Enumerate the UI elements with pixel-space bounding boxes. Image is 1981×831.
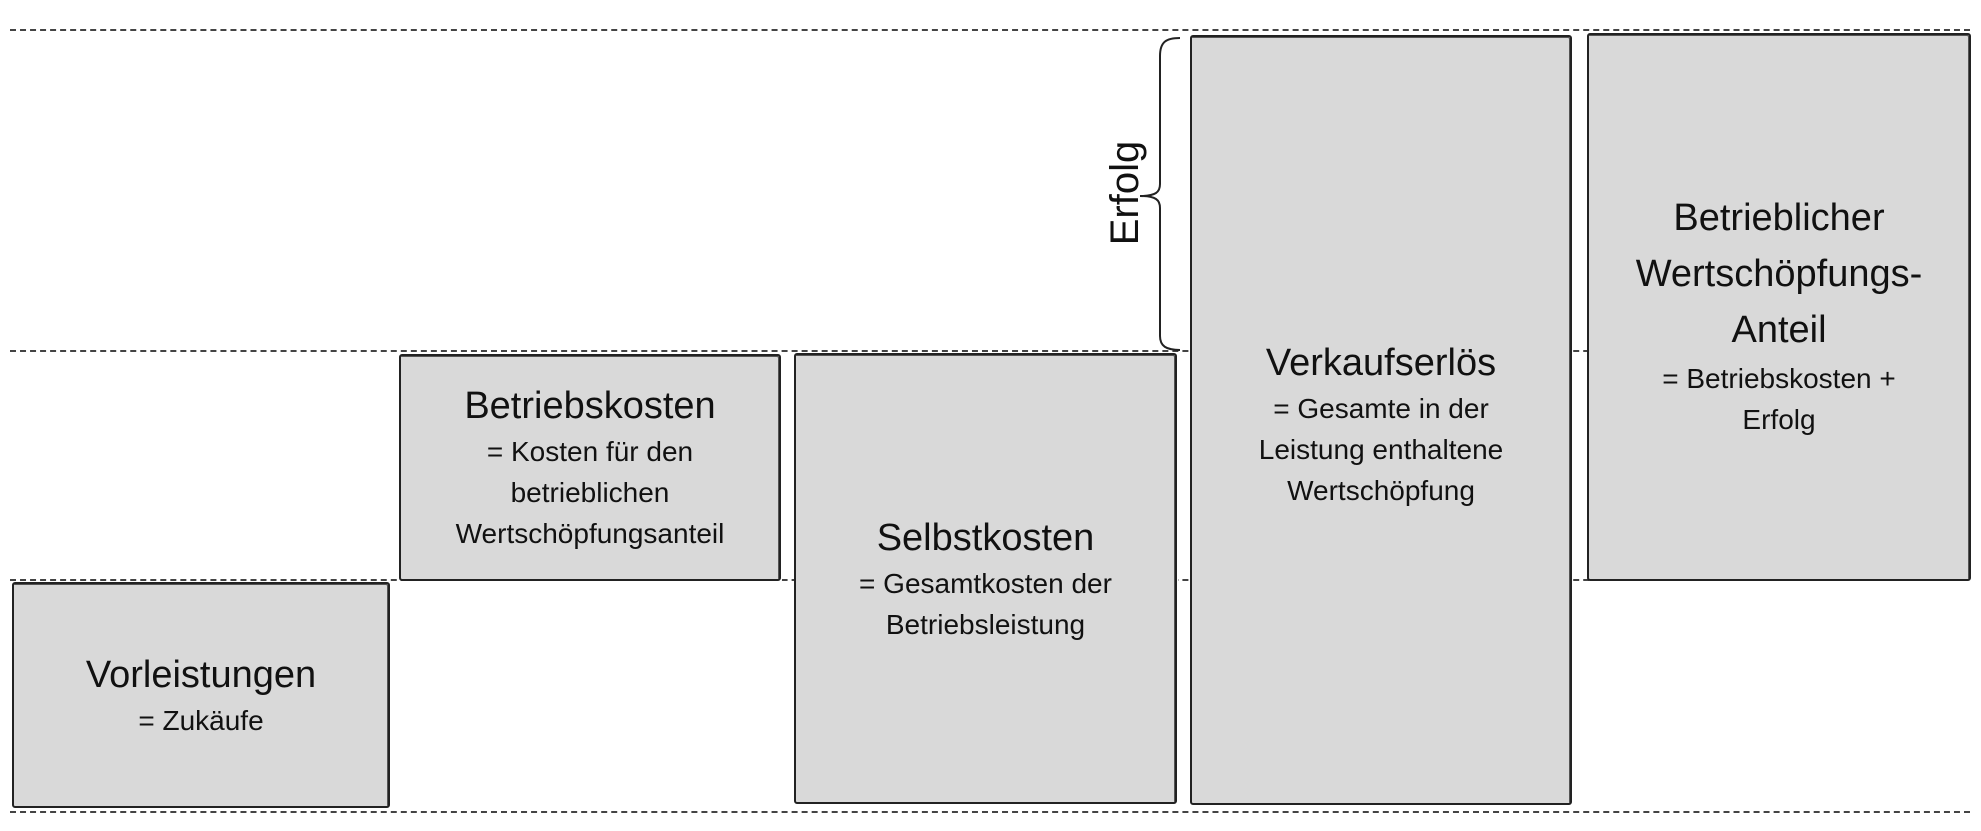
box-betriebskosten: Betriebskosten = Kosten für den betriebl… — [399, 354, 781, 581]
box-title: Vorleistungen — [85, 653, 317, 696]
box-desc-line: Betriebsleistung — [885, 608, 1086, 640]
box-desc-line: = Gesamte in der — [1273, 393, 1489, 424]
guide-line-bottom — [10, 811, 1970, 813]
box-title: Selbstkosten — [876, 516, 1095, 559]
box-title: Betriebskosten — [464, 385, 716, 427]
box-desc-line: = Zukäufe — [138, 704, 264, 736]
guide-line-middle — [10, 350, 1970, 352]
erfolg-label: Erfolg — [1103, 140, 1147, 246]
box-betrieblicher-wertschoepfungsanteil: Betrieblicher Wertschöpfungs- Anteil = B… — [1587, 33, 1971, 581]
box-title: Verkaufserlös — [1265, 342, 1497, 384]
box-desc-line: = Kosten für den — [486, 436, 694, 467]
box-selbstkosten: Selbstkosten = Gesamtkosten der Betriebs… — [794, 353, 1177, 804]
box-verkaufserloes: Verkaufserlös = Gesamte in der Leistung … — [1190, 35, 1572, 805]
box-desc-line: Wertschöpfungsanteil — [455, 518, 725, 549]
box-title: Anteil — [1731, 309, 1827, 351]
box-desc-line: = Betriebskosten + — [1662, 363, 1896, 394]
box-desc-line: betrieblichen — [510, 477, 670, 508]
box-desc-line: Erfolg — [1742, 404, 1816, 435]
box-desc-line: Leistung enthaltene — [1258, 434, 1504, 465]
box-desc-line: = Gesamtkosten der — [859, 567, 1112, 599]
box-desc-line: Wertschöpfung — [1287, 475, 1475, 506]
curly-brace-icon — [1139, 37, 1181, 351]
guide-line-top — [10, 29, 1970, 31]
box-title: Wertschöpfungs- — [1635, 253, 1923, 295]
box-title: Betrieblicher — [1673, 197, 1885, 239]
box-vorleistungen: Vorleistungen = Zukäufe — [12, 582, 390, 808]
